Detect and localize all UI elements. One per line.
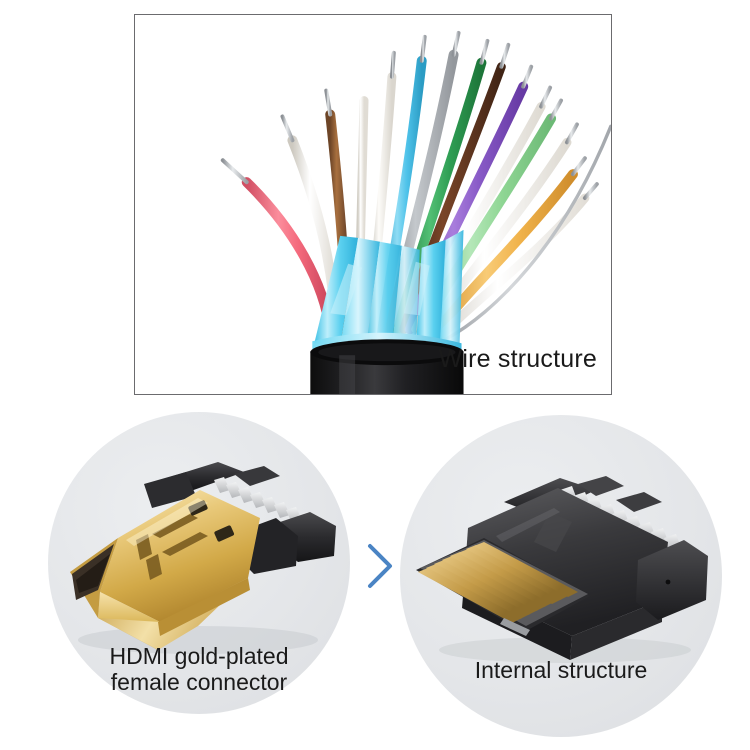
gold-contact-fingers	[416, 538, 590, 636]
gold-shell	[70, 490, 260, 650]
internal-structure-label: Internal structure	[474, 657, 648, 683]
hdmi-female-connector-label: HDMI gold-plated female connector	[109, 643, 289, 695]
internal-structure-photo	[416, 476, 708, 663]
chevron-right-icon	[368, 544, 392, 588]
cable-jacket	[310, 339, 464, 394]
wire-structure-photo	[220, 30, 611, 394]
wire-structure-label: Wire structure	[438, 345, 597, 373]
wire-structure-panel: Wire structure	[134, 14, 612, 395]
hdmi-female-connector-photo	[70, 462, 336, 654]
